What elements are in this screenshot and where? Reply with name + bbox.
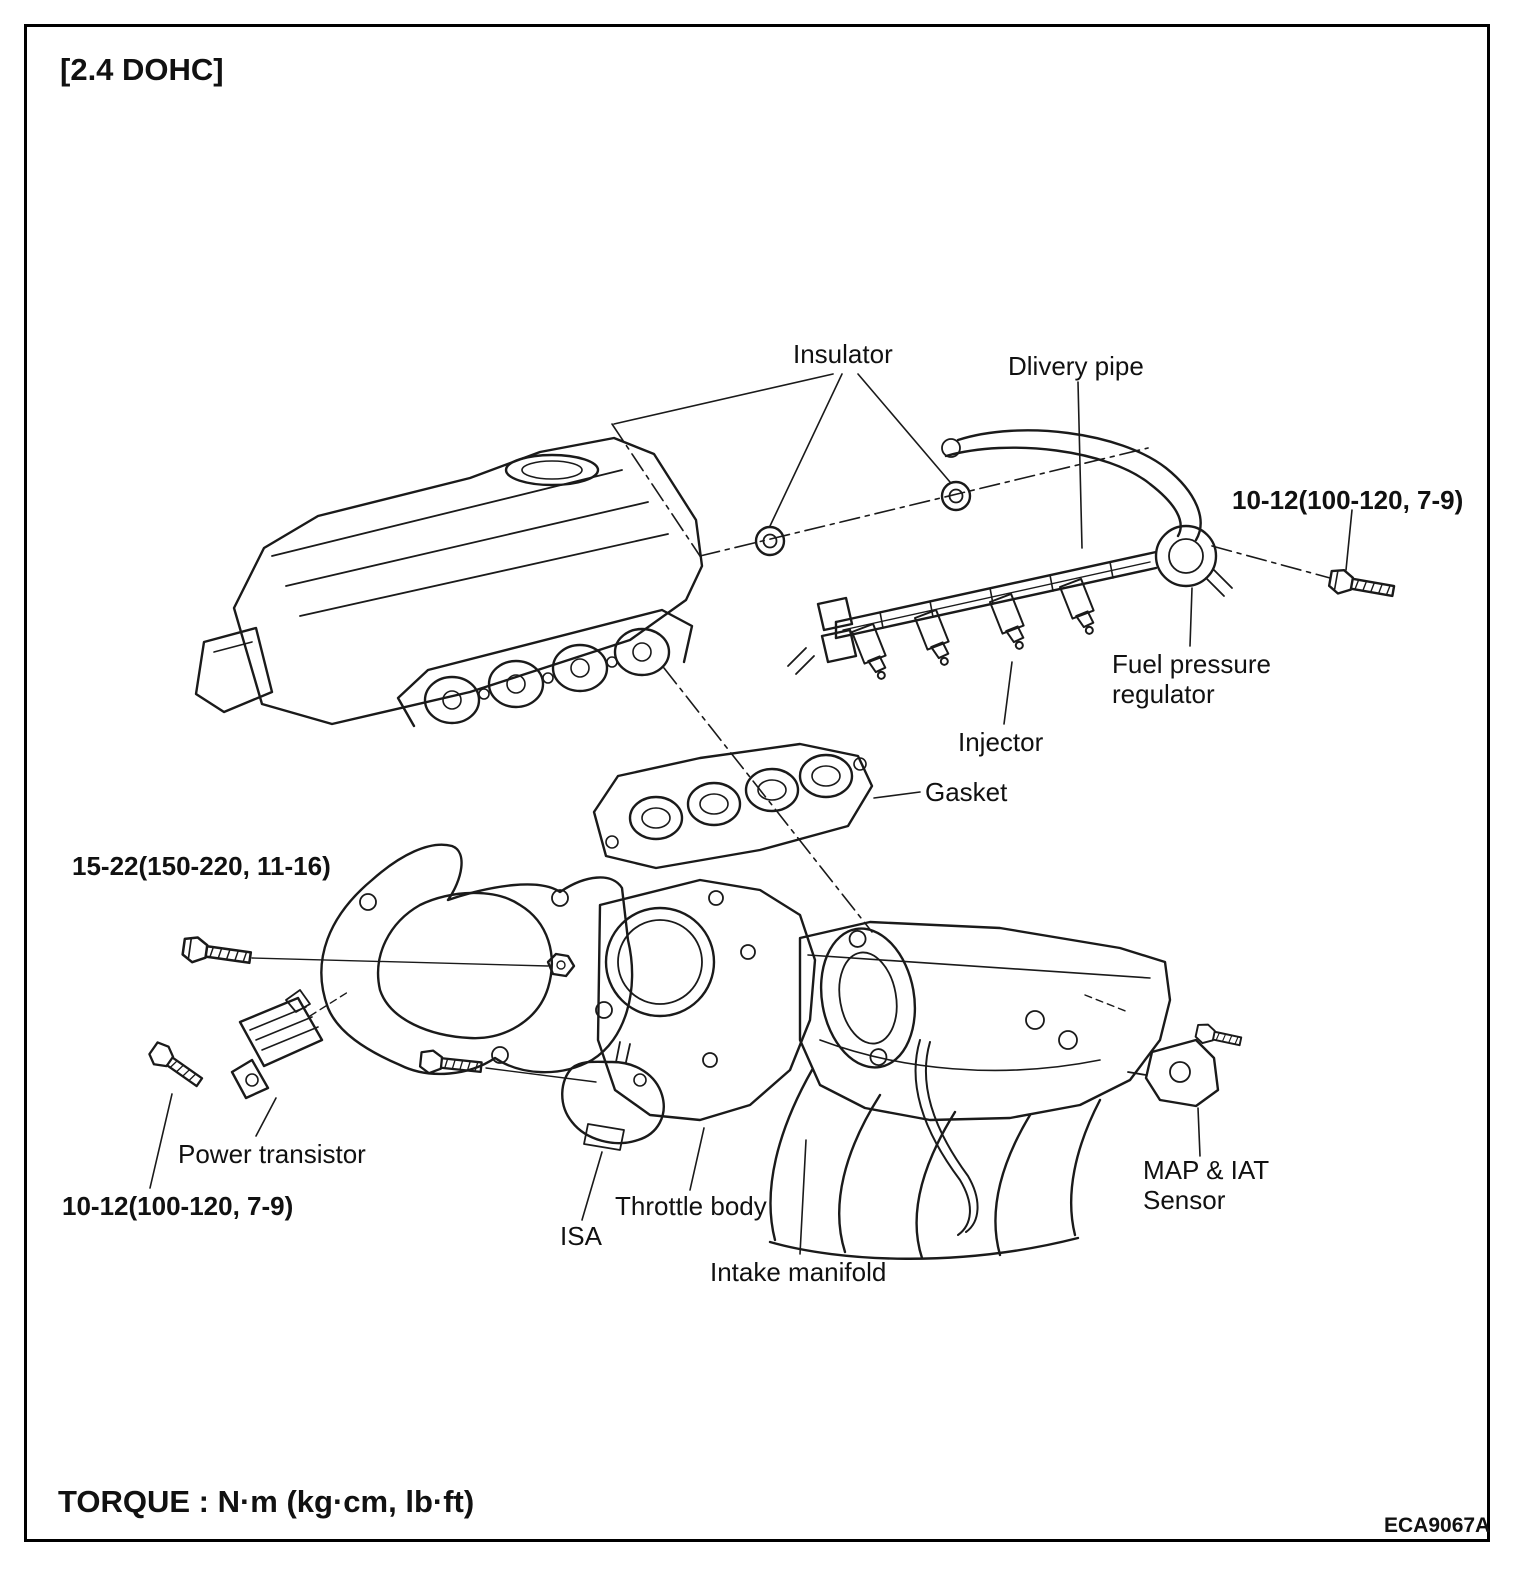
figure-code: ECA9067A	[1384, 1514, 1491, 1537]
label-torque-power-transistor-bolt: 10-12(100-120, 7-9)	[62, 1191, 294, 1221]
label-intake-manifold: Intake manifold	[710, 1257, 887, 1287]
intake-manifold-drawing	[768, 920, 1172, 1260]
isa-bolt-leader	[485, 1067, 597, 1083]
torque-units-note: TORQUE : N·m (kg·cm, lb·ft)	[58, 1484, 475, 1519]
label-injector: Injector	[958, 727, 1044, 757]
label-power-transistor: Power transistor	[178, 1139, 366, 1169]
label-isa: ISA	[560, 1221, 602, 1251]
label-torque-delivery-pipe-bolt: 10-12(100-120, 7-9)	[1232, 485, 1464, 515]
throttle-body-drawing	[546, 878, 917, 1122]
map-iat-sensor-drawing	[1127, 1023, 1243, 1108]
bracket-bolt-leader	[251, 957, 549, 967]
label-delivery-pipe: Dlivery pipe	[1008, 351, 1144, 381]
delivery-pipe-bolt	[1327, 568, 1396, 598]
page-border	[24, 24, 1490, 1542]
delivery-pipe-drawing	[787, 429, 1202, 675]
alignment-lines	[611, 423, 1331, 933]
insulator-grommets	[754, 480, 972, 557]
injectors-drawing	[851, 577, 1095, 680]
cylinder-head-drawing	[194, 436, 704, 728]
fuel-pressure-regulator-drawing	[1154, 524, 1233, 597]
power-transistor-drawing	[230, 989, 349, 1100]
power-transistor-bolt	[148, 1041, 204, 1088]
isa-bolt	[418, 1049, 483, 1075]
bracket-drawing	[320, 843, 634, 1076]
gasket-drawing	[592, 742, 874, 870]
label-fuel-pressure-regulator: Fuel pressure regulator	[1112, 649, 1271, 709]
page-title: [2.4 DOHC]	[60, 52, 224, 87]
label-insulator: Insulator	[793, 339, 893, 369]
label-map-iat-sensor: MAP & IAT Sensor	[1143, 1155, 1269, 1215]
label-throttle-body: Throttle body	[615, 1191, 767, 1221]
label-gasket: Gasket	[925, 777, 1008, 807]
label-torque-bracket-bolt: 15-22(150-220, 11-16)	[72, 851, 331, 881]
bracket-bolt	[181, 936, 253, 965]
isa-drawing	[561, 1041, 665, 1151]
leader-lines	[149, 373, 1353, 1255]
